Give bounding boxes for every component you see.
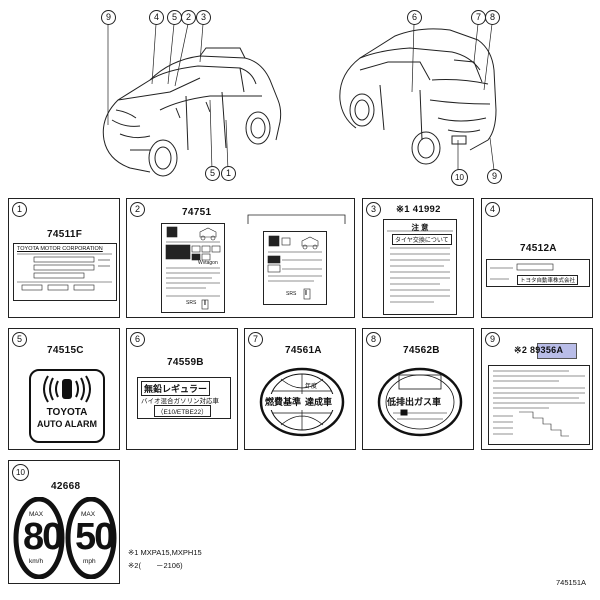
callout-6: 6 — [407, 10, 422, 25]
label-card-6: 6 74559B 無鉛レギュラー バイオ混合ガソリン対応車 （E10/ETBE2… — [126, 328, 238, 450]
figure-id: 745151A — [556, 578, 587, 587]
part-number: 74559B — [167, 357, 204, 368]
speed-kmh: 80 — [23, 516, 63, 558]
speed-limit-rings — [13, 497, 117, 579]
callout-8: 8 — [485, 10, 500, 25]
certification-label-drawing: TOYOTA MOTOR CORPORATION — [13, 243, 117, 301]
auto-alarm-label: TOYOTA AUTO ALARM — [29, 369, 105, 443]
card-number: 7 — [248, 332, 263, 347]
callout-9-rear: 9 — [487, 169, 502, 184]
footnote-1: ※1 MXPA15,MXPH15 — [128, 548, 202, 557]
part-number: ※1 41992 — [396, 204, 441, 215]
callout-5-lower: 5 — [205, 166, 220, 181]
fuel-compat: バイオ混合ガソリン対応車 — [141, 398, 219, 405]
card-number: 4 — [485, 202, 500, 217]
alarm-word: AUTO ALARM — [37, 419, 97, 429]
card-number: 3 — [366, 202, 381, 217]
caution-heading: 注 意 — [411, 223, 429, 232]
part-number: 42668 — [51, 481, 81, 492]
achieved-text: 達成車 — [305, 397, 333, 407]
airbag-label-b: SRS I — [263, 231, 327, 305]
manufacturer-name: トヨタ自動車株式会社 — [517, 275, 579, 285]
label-card-9: 9 ※2 89356A — [481, 328, 593, 450]
label-card-8: 8 74562B 低排出ガス車 — [362, 328, 474, 450]
callout-7: 7 — [471, 10, 486, 25]
part-number: 74562B — [403, 345, 440, 356]
low-emission-emblem — [377, 367, 463, 437]
part-number: 74511F — [47, 229, 83, 240]
alarm-wave-icon — [43, 375, 91, 403]
low-emission-text: 低排出ガス車 — [387, 397, 442, 407]
callout-5: 5 — [167, 10, 182, 25]
fuel-economy-emblem — [259, 367, 345, 437]
max-kmh-label: MAX — [29, 511, 44, 518]
callout-3: 3 — [196, 10, 211, 25]
callout-9: 9 — [101, 10, 116, 25]
fuel-type: 無鉛レギュラー — [141, 381, 211, 396]
label-lines — [17, 253, 112, 291]
part-number: 74561A — [285, 345, 322, 356]
fiscal-year-text: 年度 — [305, 384, 318, 390]
speed-mph: 50 — [75, 516, 115, 558]
srs-text: SRS — [286, 291, 297, 297]
mph-unit: mph — [83, 558, 96, 565]
label-card-10: 10 42668 MAX 80 km/h MAX 50 mph — [8, 460, 120, 584]
vehicle-illustrations — [102, 23, 497, 177]
manufacturer-label: トヨタ自動車株式会社 — [486, 259, 590, 287]
variant-bracket — [247, 214, 346, 224]
footnote-2: ※2( －2106) — [128, 561, 183, 570]
max-mph-label: MAX — [81, 511, 96, 518]
part-number: 74515C — [47, 345, 84, 356]
card-number: 10 — [12, 464, 29, 481]
card-number: 8 — [366, 332, 381, 347]
card-number: 9 — [485, 332, 500, 347]
rear-car-drawing — [339, 28, 497, 165]
tire-change-heading: タイヤ交換について — [392, 234, 452, 245]
fuel-economy-text: 燃費基準 — [265, 397, 302, 407]
emission-info-label — [488, 365, 590, 445]
label-card-1: 1 74511F TOYOTA MOTOR CORPORATION — [8, 198, 120, 318]
kmh-unit: km/h — [29, 558, 44, 565]
callout-4: 4 — [149, 10, 164, 25]
label-card-3: 3 ※1 41992 注 意 タイヤ交換について — [362, 198, 474, 318]
card-number: 5 — [12, 332, 27, 347]
part-number-highlight — [537, 343, 577, 359]
tire-caution-label: 注 意 タイヤ交換について — [383, 219, 457, 315]
callout-2: 2 — [181, 10, 196, 25]
airbag-label-drawing — [267, 235, 322, 300]
srs-mark: I — [204, 300, 206, 307]
label-card-5: 5 74515C TOYOTA AUTO ALARM — [8, 328, 120, 450]
airbag-label-drawing — [165, 226, 221, 310]
label-card-4: 4 74512A トヨタ自動車株式会社 — [481, 198, 593, 318]
label-heading: TOYOTA MOTOR CORPORATION — [17, 246, 103, 252]
part-number: 74512A — [520, 243, 557, 254]
airbag-label-word: Wvtagon — [198, 260, 218, 266]
front-car-leaders — [107, 23, 229, 171]
callout-10: 10 — [451, 169, 468, 186]
airbag-label-a: Wvtagon SRS I — [161, 223, 225, 313]
srs-mark: I — [305, 290, 307, 297]
card-number: 2 — [130, 202, 145, 217]
fuel-label: 無鉛レギュラー バイオ混合ガソリン対応車 （E10/ETBE22） — [137, 377, 231, 419]
callout-1-lower: 1 — [221, 166, 236, 181]
brand-word: TOYOTA — [46, 407, 88, 418]
card-number: 1 — [12, 202, 27, 217]
emission-text-lines — [493, 370, 585, 437]
manufacturer-label-lines — [490, 263, 554, 280]
label-card-7: 7 74561A 年度 燃費基準 達成車 — [244, 328, 356, 450]
caution-text-lines — [387, 230, 453, 303]
card-number: 6 — [130, 332, 145, 347]
front-car-drawing — [102, 47, 282, 177]
part-number: 74751 — [182, 207, 212, 218]
srs-text: SRS — [186, 300, 197, 306]
rear-car-leaders — [411, 23, 495, 171]
fuel-spec: （E10/ETBE22） — [154, 405, 211, 417]
label-card-2: 2 74751 Wvtagon SRS — [126, 198, 355, 318]
